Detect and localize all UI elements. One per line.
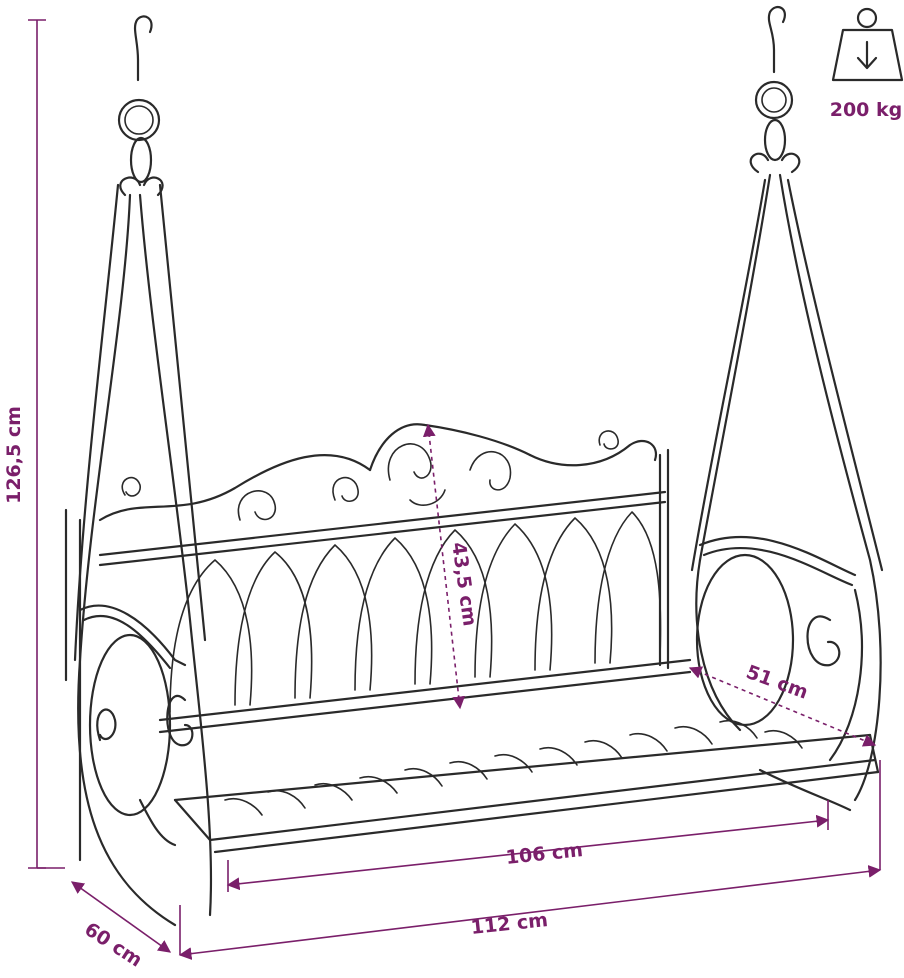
dimension-lines <box>28 19 882 960</box>
right-side-panel <box>695 535 863 762</box>
weight-icon <box>831 7 904 82</box>
depth-label: 60 cm <box>80 918 146 971</box>
depth-dimension-line <box>70 881 172 953</box>
seat-width-dimension-line <box>226 814 830 891</box>
backrest-arches <box>169 511 662 713</box>
backrest-height-label: 43,5 cm <box>447 541 481 628</box>
seat-width-label: 106 cm <box>505 839 584 869</box>
weight-capacity-label: 200 kg <box>830 99 903 121</box>
backrest-frame <box>98 448 692 734</box>
right-hanging-hook <box>749 5 801 174</box>
left-side-panel <box>64 508 194 862</box>
left-hanging-hook <box>117 15 164 197</box>
seat <box>173 733 880 854</box>
lower-rails <box>138 768 852 847</box>
swing-bench-drawing <box>64 5 884 927</box>
height-label: 126,5 cm <box>3 406 25 504</box>
left-suspension-frame <box>73 183 213 927</box>
outer-width-label: 112 cm <box>470 909 549 939</box>
seat-depth-dimension-line <box>688 666 877 747</box>
backrest-scroll-crest <box>98 423 658 522</box>
seat-depth-label: 51 cm <box>743 661 811 704</box>
